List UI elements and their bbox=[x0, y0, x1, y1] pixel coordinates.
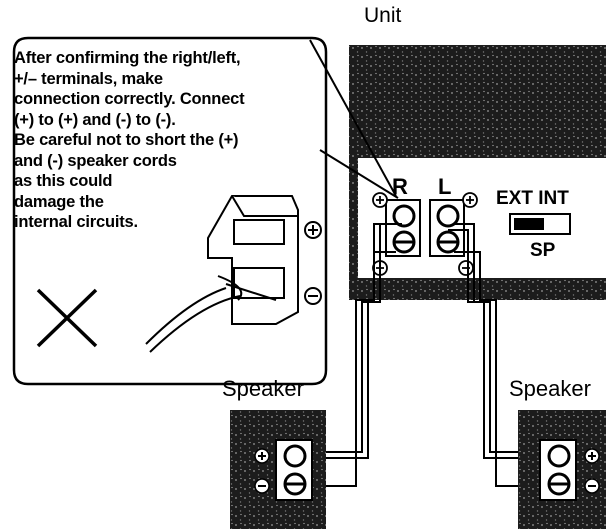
unit-terminal-l bbox=[429, 199, 465, 257]
callout-line: connection correctly. Connect bbox=[14, 90, 245, 108]
sp-switch bbox=[509, 213, 571, 235]
terminal-r-label: R bbox=[392, 174, 408, 199]
callout-line: Be careful not to short the (+) bbox=[14, 131, 239, 149]
terminal-l-label: L bbox=[438, 174, 452, 199]
sp-label: SP bbox=[530, 240, 556, 261]
speaker-left bbox=[230, 410, 326, 529]
shorted-cord-illustration bbox=[145, 275, 243, 353]
speaker-cords bbox=[310, 223, 556, 487]
callout-pointer bbox=[309, 39, 397, 197]
callout-line: damage the bbox=[14, 192, 104, 211]
callout-line: After confirming the right/left, bbox=[14, 49, 241, 67]
callout-line: and (-) speaker cords bbox=[14, 151, 177, 170]
prohibited-x-mark bbox=[36, 288, 98, 348]
ext-int-label: EXT INT bbox=[496, 188, 569, 209]
unit-panel bbox=[349, 45, 606, 300]
callout-line: internal circuits. bbox=[14, 213, 138, 231]
speaker-right bbox=[518, 410, 606, 529]
callout-line: (+) to (+) and (-) to (-). bbox=[14, 110, 176, 129]
callout-text: After confirming the right/left, +/– ter… bbox=[14, 48, 326, 233]
callout-line: +/– terminals, make bbox=[14, 69, 163, 88]
callout-line: as this could bbox=[14, 172, 113, 190]
speaker-right-label: Speaker bbox=[509, 376, 591, 401]
plus-minus-markers-callout bbox=[304, 221, 322, 305]
unit-terminal-r bbox=[385, 199, 421, 257]
unit-label: Unit bbox=[364, 4, 402, 27]
callout-pointer bbox=[319, 149, 399, 199]
speaker-left-label: Speaker bbox=[222, 376, 304, 401]
